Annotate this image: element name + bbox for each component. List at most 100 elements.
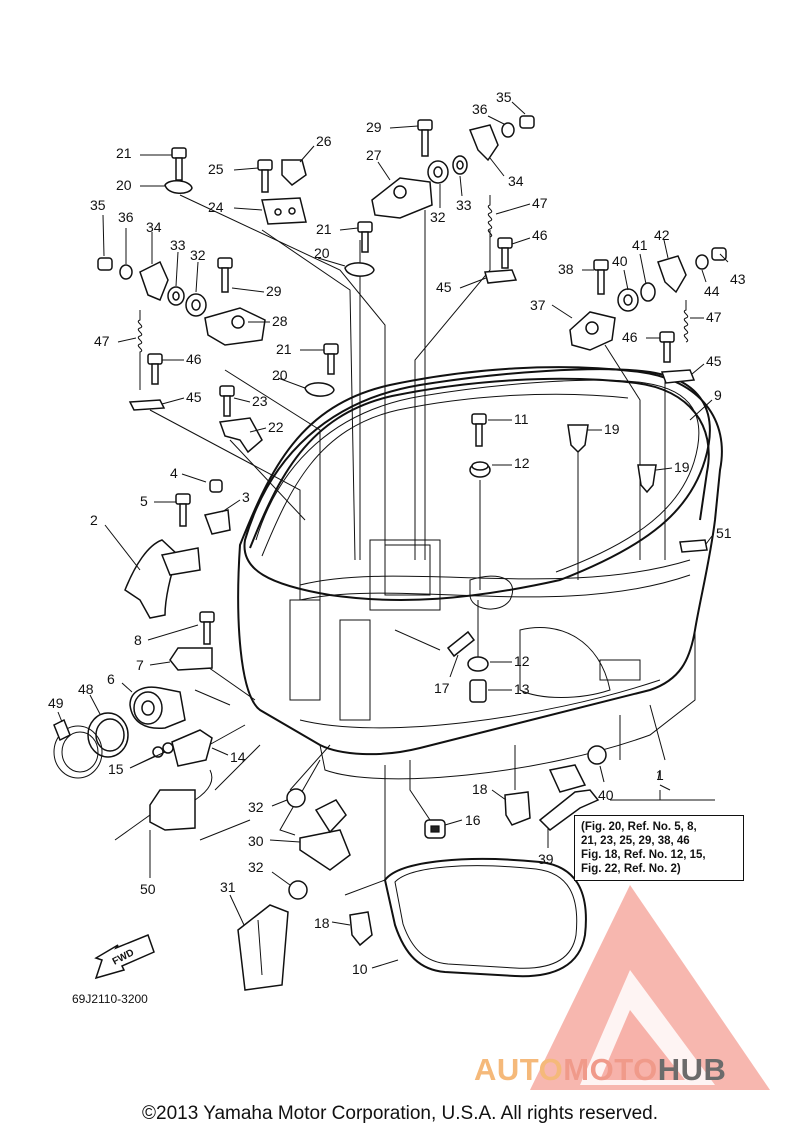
latch-28 <box>204 307 266 346</box>
callout-12-b: 12 <box>514 653 530 669</box>
callout-29-a: 29 <box>266 283 282 299</box>
bushing-40-b <box>587 745 607 765</box>
callout-2: 2 <box>90 512 98 528</box>
bolt-25 <box>257 159 273 193</box>
bolt-35-b <box>519 115 535 129</box>
bracket-24 <box>261 197 307 225</box>
callout-33-a: 33 <box>170 237 186 253</box>
callout-3: 3 <box>242 489 250 505</box>
callout-26: 26 <box>316 133 332 149</box>
callout-35-b: 35 <box>496 89 512 105</box>
callout-8: 8 <box>134 632 142 648</box>
callout-45-a: 45 <box>436 279 452 295</box>
bushing-41 <box>640 282 656 302</box>
clip-18-a <box>349 911 373 947</box>
bolt-46-a <box>147 353 163 385</box>
plate-20-a <box>164 180 193 194</box>
callout-47-a: 47 <box>94 333 110 349</box>
callout-20-b: 20 <box>314 245 330 261</box>
bolt-8 <box>199 611 215 645</box>
bolt-21-a <box>171 147 187 181</box>
watermark-wordmark: AUTOMOTOHUB <box>474 1052 726 1088</box>
latch-27 <box>371 177 433 219</box>
callout-45-b: 45 <box>186 389 202 405</box>
spring-47-b <box>487 195 493 238</box>
hook-45-c <box>660 369 696 384</box>
callout-30: 30 <box>248 833 264 849</box>
ring-48 <box>87 712 129 758</box>
wordmark-moto: MOTO <box>563 1052 658 1087</box>
callout-17: 17 <box>434 680 450 696</box>
callout-47-b: 47 <box>532 195 548 211</box>
lower-seal <box>383 858 587 978</box>
callout-38: 38 <box>558 261 574 277</box>
callout-5: 5 <box>140 493 148 509</box>
clip-26 <box>281 159 307 186</box>
callout-35-a: 35 <box>90 197 106 213</box>
callout-7: 7 <box>136 657 144 673</box>
reference-note-box: (Fig. 20, Ref. No. 5, 8, 21, 23, 25, 29,… <box>574 815 744 881</box>
bolt-17 <box>446 630 476 658</box>
hook-45-a <box>128 399 166 411</box>
latch-37 <box>569 311 616 351</box>
lever-30 <box>299 799 351 871</box>
callout-50: 50 <box>140 881 156 897</box>
callout-42: 42 <box>654 227 670 243</box>
callout-28: 28 <box>272 313 288 329</box>
bracket-39 <box>538 764 600 831</box>
callout-9: 9 <box>714 387 722 403</box>
bolt-46-b <box>497 237 513 269</box>
callout-33-b: 33 <box>456 197 472 213</box>
bushing-40-a <box>617 288 639 312</box>
label-51 <box>679 539 708 553</box>
note-line-1: (Fig. 20, Ref. No. 5, 8, <box>581 821 697 833</box>
bolt-29-b <box>417 119 433 157</box>
callout-22: 22 <box>268 419 284 435</box>
callout-32-b: 32 <box>248 799 264 815</box>
bolt-29-a <box>217 257 233 293</box>
clamp-49 <box>53 718 103 779</box>
callout-43: 43 <box>730 271 746 287</box>
callout-51: 51 <box>716 525 732 541</box>
callout-27: 27 <box>366 147 382 163</box>
lever-34-b <box>468 124 499 162</box>
bracket-22 <box>218 417 263 454</box>
callout-24: 24 <box>208 199 224 215</box>
bottom-cowling <box>237 366 723 780</box>
callout-14: 14 <box>230 749 246 765</box>
callout-46-b: 46 <box>532 227 548 243</box>
callout-44: 44 <box>704 283 720 299</box>
note-line-2: 21, 23, 25, 29, 38, 46 <box>581 835 690 847</box>
bracket-7 <box>169 647 213 671</box>
washer-36-b <box>501 122 515 138</box>
bolt-21-b <box>357 221 373 253</box>
fwd-arrow-icon <box>94 934 155 980</box>
callout-32-c: 32 <box>248 859 264 875</box>
washer-44 <box>695 254 709 270</box>
bushing-33-a <box>167 286 185 306</box>
callout-40-a: 40 <box>612 253 628 269</box>
copyright-notice: ©2013 Yamaha Motor Corporation, U.S.A. A… <box>142 1103 658 1124</box>
spring-47-a <box>137 310 143 390</box>
callout-1: 1 <box>656 767 664 783</box>
bolt-38 <box>593 259 609 295</box>
mount-16 <box>424 819 446 839</box>
callout-39: 39 <box>538 851 554 867</box>
plate-20-c <box>304 382 335 397</box>
hook-45-b <box>484 269 518 284</box>
callout-13: 13 <box>514 681 530 697</box>
clip-3 <box>203 509 231 535</box>
callout-18-a: 18 <box>472 781 488 797</box>
handle-31 <box>237 904 289 991</box>
spring-47-c <box>683 300 689 343</box>
callout-19-b: 19 <box>674 459 690 475</box>
callout-29-b: 29 <box>366 119 382 135</box>
plate-20-b <box>344 262 375 277</box>
bolt-21-c <box>323 343 339 375</box>
callout-48: 48 <box>78 681 94 697</box>
callout-25: 25 <box>208 161 224 177</box>
callout-4: 4 <box>170 465 178 481</box>
callout-10: 10 <box>352 961 368 977</box>
bushing-32-a <box>185 293 207 317</box>
